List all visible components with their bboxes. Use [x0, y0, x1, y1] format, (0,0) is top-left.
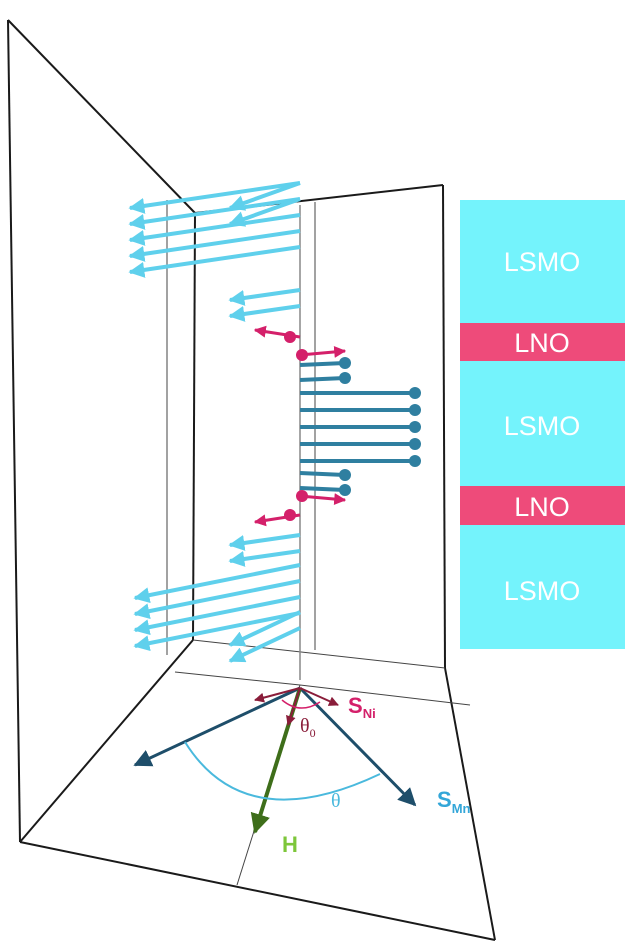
mn-spin-arrow-light — [228, 549, 301, 567]
ni-spin-ball — [296, 349, 308, 361]
frame-edge-floor-front — [19, 841, 496, 941]
mn-spin-arrow-light — [228, 533, 301, 551]
layer-lsmo-bottom — [460, 525, 625, 649]
frame-guides — [166, 200, 471, 886]
mn-spin-arrow-dark — [299, 361, 346, 367]
frame-edge-left — [7, 19, 21, 843]
spin-arrows — [128, 181, 421, 663]
mn-spin-arrow-light — [228, 304, 301, 322]
ni-spin-ball — [284, 331, 296, 343]
spin-arrow-head — [339, 357, 351, 369]
s-mn-label: SMn — [437, 787, 471, 816]
floor-vectors — [133, 686, 417, 834]
mn-spin-arrow-light — [228, 197, 301, 227]
spin-arrow-head — [339, 469, 351, 481]
mn-spin-arrow-light — [228, 288, 301, 306]
frame-edge-top-diag — [7, 19, 196, 214]
guide-floor-mid — [299, 684, 471, 706]
mn-spin-arrow-dark — [299, 376, 346, 382]
mn-spin-arrow-light — [228, 626, 301, 663]
theta0-arc — [281, 699, 321, 709]
spin-arrow-head — [409, 455, 421, 467]
theta0-label: θ0 — [300, 715, 316, 740]
mn-spin-arrow-light — [133, 563, 301, 604]
s-mn-vector-right — [298, 686, 417, 807]
spin-arrow-head — [339, 372, 351, 384]
spin-arrow-head — [409, 387, 421, 399]
layer-lsmo-top — [460, 200, 625, 323]
layer-lsmo-top-label: LSMO — [504, 247, 581, 277]
layer-lsmo-bottom-label: LSMO — [504, 576, 581, 606]
layer-lno-bottom-label: LNO — [514, 492, 570, 522]
spin-arrow-head — [409, 438, 421, 450]
mn-spin-arrow-dark — [299, 486, 346, 492]
h-label: H — [282, 832, 298, 857]
mn-spin-arrow-light — [228, 610, 301, 647]
spin-arrow-head — [409, 404, 421, 416]
s-ni-vector-right — [299, 687, 339, 706]
spin-arrow-head — [409, 421, 421, 433]
frame-edge-back-left — [192, 212, 196, 641]
mn-spin-arrow-light — [128, 181, 301, 214]
layer-lno-bottom — [460, 486, 625, 525]
ni-spin-ball — [296, 490, 308, 502]
spin-arrow-head — [339, 484, 351, 496]
frame-edge-back-right — [442, 184, 446, 669]
layer-lsmo-middle — [460, 361, 625, 486]
frame-edge-floor-left — [19, 639, 194, 843]
mn-spin-arrow-light — [133, 611, 301, 652]
layer-lno-top — [460, 323, 625, 361]
mn-spin-arrow-light — [228, 181, 301, 211]
mn-spin-arrow-dark — [299, 471, 346, 477]
mn-spin-arrow-light — [133, 595, 301, 636]
s-ni-label: SNi — [348, 693, 376, 721]
ni-spin-ball — [284, 509, 296, 521]
frame-edge-floor-right — [444, 667, 496, 941]
layer-stack: LSMO LNO LSMO LNO LSMO — [460, 200, 625, 649]
mn-spin-arrow-light — [128, 213, 301, 246]
mn-spin-arrow-light — [128, 229, 301, 262]
mn-spin-arrow-light — [128, 197, 301, 230]
layer-lno-top-label: LNO — [514, 328, 570, 358]
mn-spin-arrow-light — [128, 245, 301, 278]
s-mn-vector-left — [133, 686, 301, 767]
frame — [7, 19, 496, 941]
mn-spin-arrow-light — [133, 579, 301, 620]
layer-lsmo-middle-label: LSMO — [504, 411, 581, 441]
theta-arc — [184, 741, 381, 801]
theta-label: θ — [331, 790, 341, 812]
s-ni-vector-left — [254, 687, 301, 703]
guide-floor-side — [174, 671, 301, 686]
